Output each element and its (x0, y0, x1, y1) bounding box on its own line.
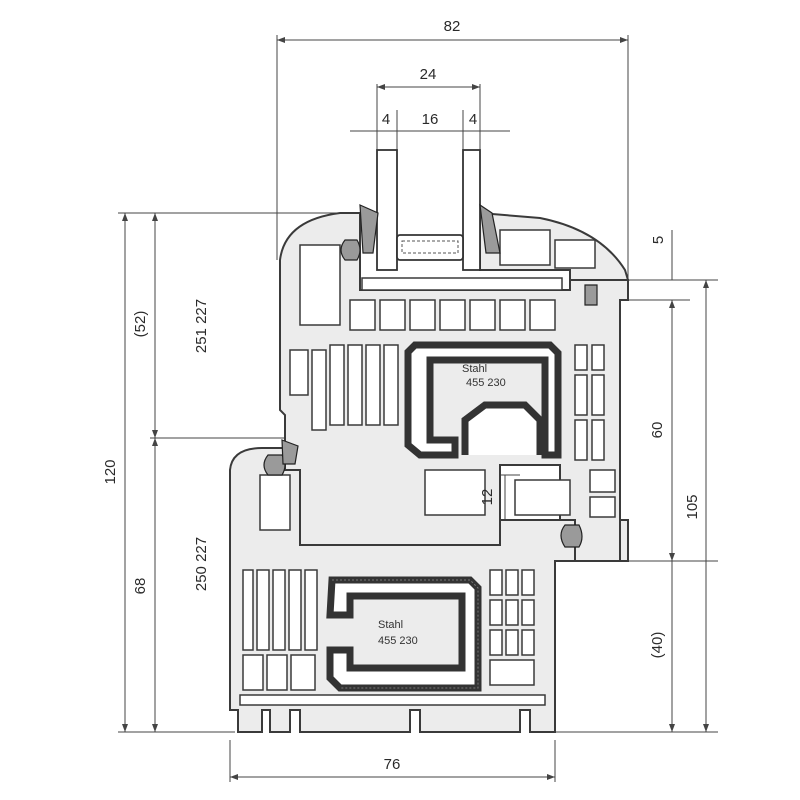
sash-profile (259, 211, 630, 562)
dimension-labels: 82 24 4 16 4 5 60 105 (40) 120 (52) 68 1… (102, 18, 701, 773)
dim-24: 24 (420, 66, 437, 83)
dim-68: 68 (132, 578, 149, 595)
dim-5: 5 (650, 236, 667, 244)
dim-40: (40) (649, 632, 666, 659)
dim-60: 60 (649, 422, 666, 439)
sash-profile-code: 251 227 (193, 299, 210, 353)
glass-unit (376, 149, 481, 271)
dim-52: (52) (132, 311, 149, 338)
frame-profile-code: 250 227 (193, 537, 210, 591)
steel-labels: Stahl 455 230 Stahl 455 230 (378, 363, 506, 647)
dim-76: 76 (384, 756, 401, 773)
dim-105: 105 (684, 494, 701, 519)
dim-16: 16 (422, 111, 439, 128)
dim-4-left: 4 (382, 111, 390, 128)
dim-12: 12 (479, 489, 496, 506)
frame-profile (229, 447, 629, 733)
dim-4-right: 4 (469, 111, 477, 128)
sash-steel-brand: Stahl (462, 363, 487, 375)
sash-steel-code: 455 230 (466, 377, 506, 389)
profile-codes: 251 227 250 227 (193, 299, 210, 591)
frame-steel-code: 455 230 (378, 635, 418, 647)
dimension-lines (118, 35, 718, 782)
dim-120: 120 (102, 459, 119, 484)
gaskets (263, 203, 598, 548)
frame-steel-brand: Stahl (378, 619, 403, 631)
dim-82: 82 (444, 18, 461, 35)
